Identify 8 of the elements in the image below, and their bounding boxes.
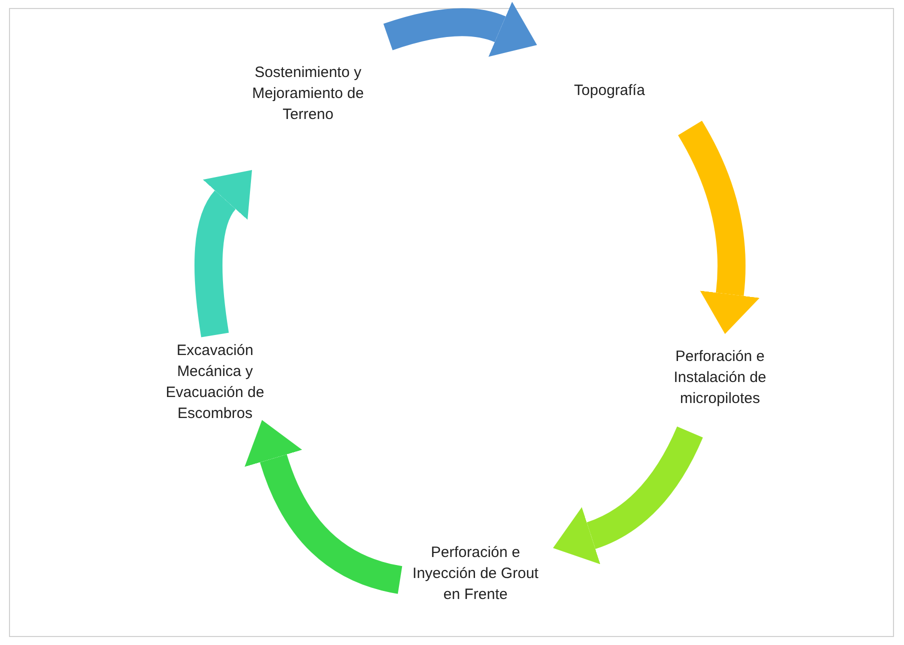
curved-arrow [678, 120, 760, 334]
curved-arrow [194, 168, 250, 338]
step-label: Sostenimiento y Mejoramiento de Terreno [251, 63, 365, 125]
curved-arrow [554, 426, 703, 564]
step-label: Perforación e Inyección de Grout en Frente [412, 543, 540, 605]
step-label: Topografía [574, 80, 645, 100]
step-label: Excavación Mecánica y Evacuación de Escombros [164, 341, 266, 424]
step-label: Perforación e Instalación de micropilotes [672, 347, 768, 409]
